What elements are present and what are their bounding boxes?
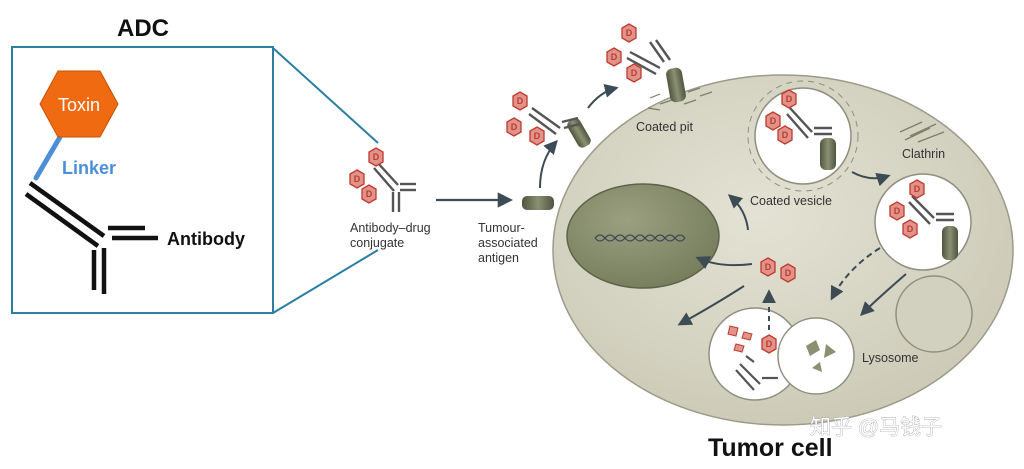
adc-label-line2: conjugate [350,236,404,250]
drug-symbol: D [373,152,380,162]
antigen-label-line1: Tumour- [478,221,525,235]
arrow-endosome-to-lysosome-dashed [830,247,881,301]
vesicle-clathrin-coat [747,80,859,192]
lysosome-compartment-b [777,317,855,395]
coated-pit-clathrin [647,87,713,111]
bound-adc-2: D D D [606,23,671,83]
degraded-fragments [727,325,836,391]
adc-label-line1: Antibody–drug [350,221,431,235]
toxin-label: Toxin [58,95,100,115]
drug-symbol: D [786,94,793,104]
drug-symbol: D [366,189,373,199]
drug-symbol: D [534,131,541,141]
drug-symbol: D [765,262,772,272]
arrow-endosome-to-lysosome [860,273,907,316]
linker-label: Linker [62,158,116,178]
toxin-hexagon [39,70,119,138]
receptor-entering-pit [666,67,686,103]
arrow-to-nucleus [695,256,753,270]
drug-symbol: D [354,174,361,184]
drug-symbol: D [766,339,773,349]
vesicle-adc: D D D [765,89,836,170]
watermark: 知乎 @马钱子 [810,416,942,439]
coated-vesicle-label: Coated vesicle [750,194,832,208]
receptor-with-adc [567,118,591,148]
dna-helix [594,234,686,242]
drug-symbol: D [914,184,921,194]
lysosome-label: Lysosome [862,351,919,365]
arrow-to-endosome [851,171,891,187]
drug-symbol: D [907,224,914,234]
tumor-cell-title: Tumor cell [708,434,833,462]
antibody-structure [24,181,158,294]
drug-symbol: D [517,96,524,106]
endosome-adc: D D D [889,179,958,260]
coated-pit-label: Coated pit [636,120,694,134]
free-drug-pair: D D [760,257,796,283]
tumor-cell-body [552,74,1014,426]
drug-symbol: D [785,268,792,278]
arrow-binding [539,139,558,189]
antigen-label-line3: antigen [478,251,519,265]
antigen-label-line2: associated [478,236,538,250]
bound-adc-1: D D D [506,91,581,146]
drug-symbol: D [511,122,518,132]
coated-vesicle [754,87,852,185]
drug-symbol: D [626,28,633,38]
arrow-to-pit [587,83,619,109]
drug-symbol: D [770,116,777,126]
arrow-to-cytoplasm-upper [727,194,749,231]
antibody-label: Antibody [167,229,245,249]
tumour-antigen-receptor [522,196,554,210]
clathrin-label: Clathrin [902,147,945,161]
arrow-to-cytoplasm-lower [677,285,745,326]
drug-symbol: D [611,52,618,62]
drug-symbol: D [631,68,638,78]
released-drug-in-lysosome: D [761,334,777,354]
empty-lysosome [895,275,973,353]
clathrin-fragments [899,121,945,143]
free-adc: D D D [349,147,416,212]
zoom-line-bottom [272,249,379,314]
linker-line [33,134,63,181]
adc-title: ADC [117,15,169,42]
drug-symbol: D [782,130,789,140]
drug-symbol: D [894,206,901,216]
zoom-line-top [272,47,379,144]
